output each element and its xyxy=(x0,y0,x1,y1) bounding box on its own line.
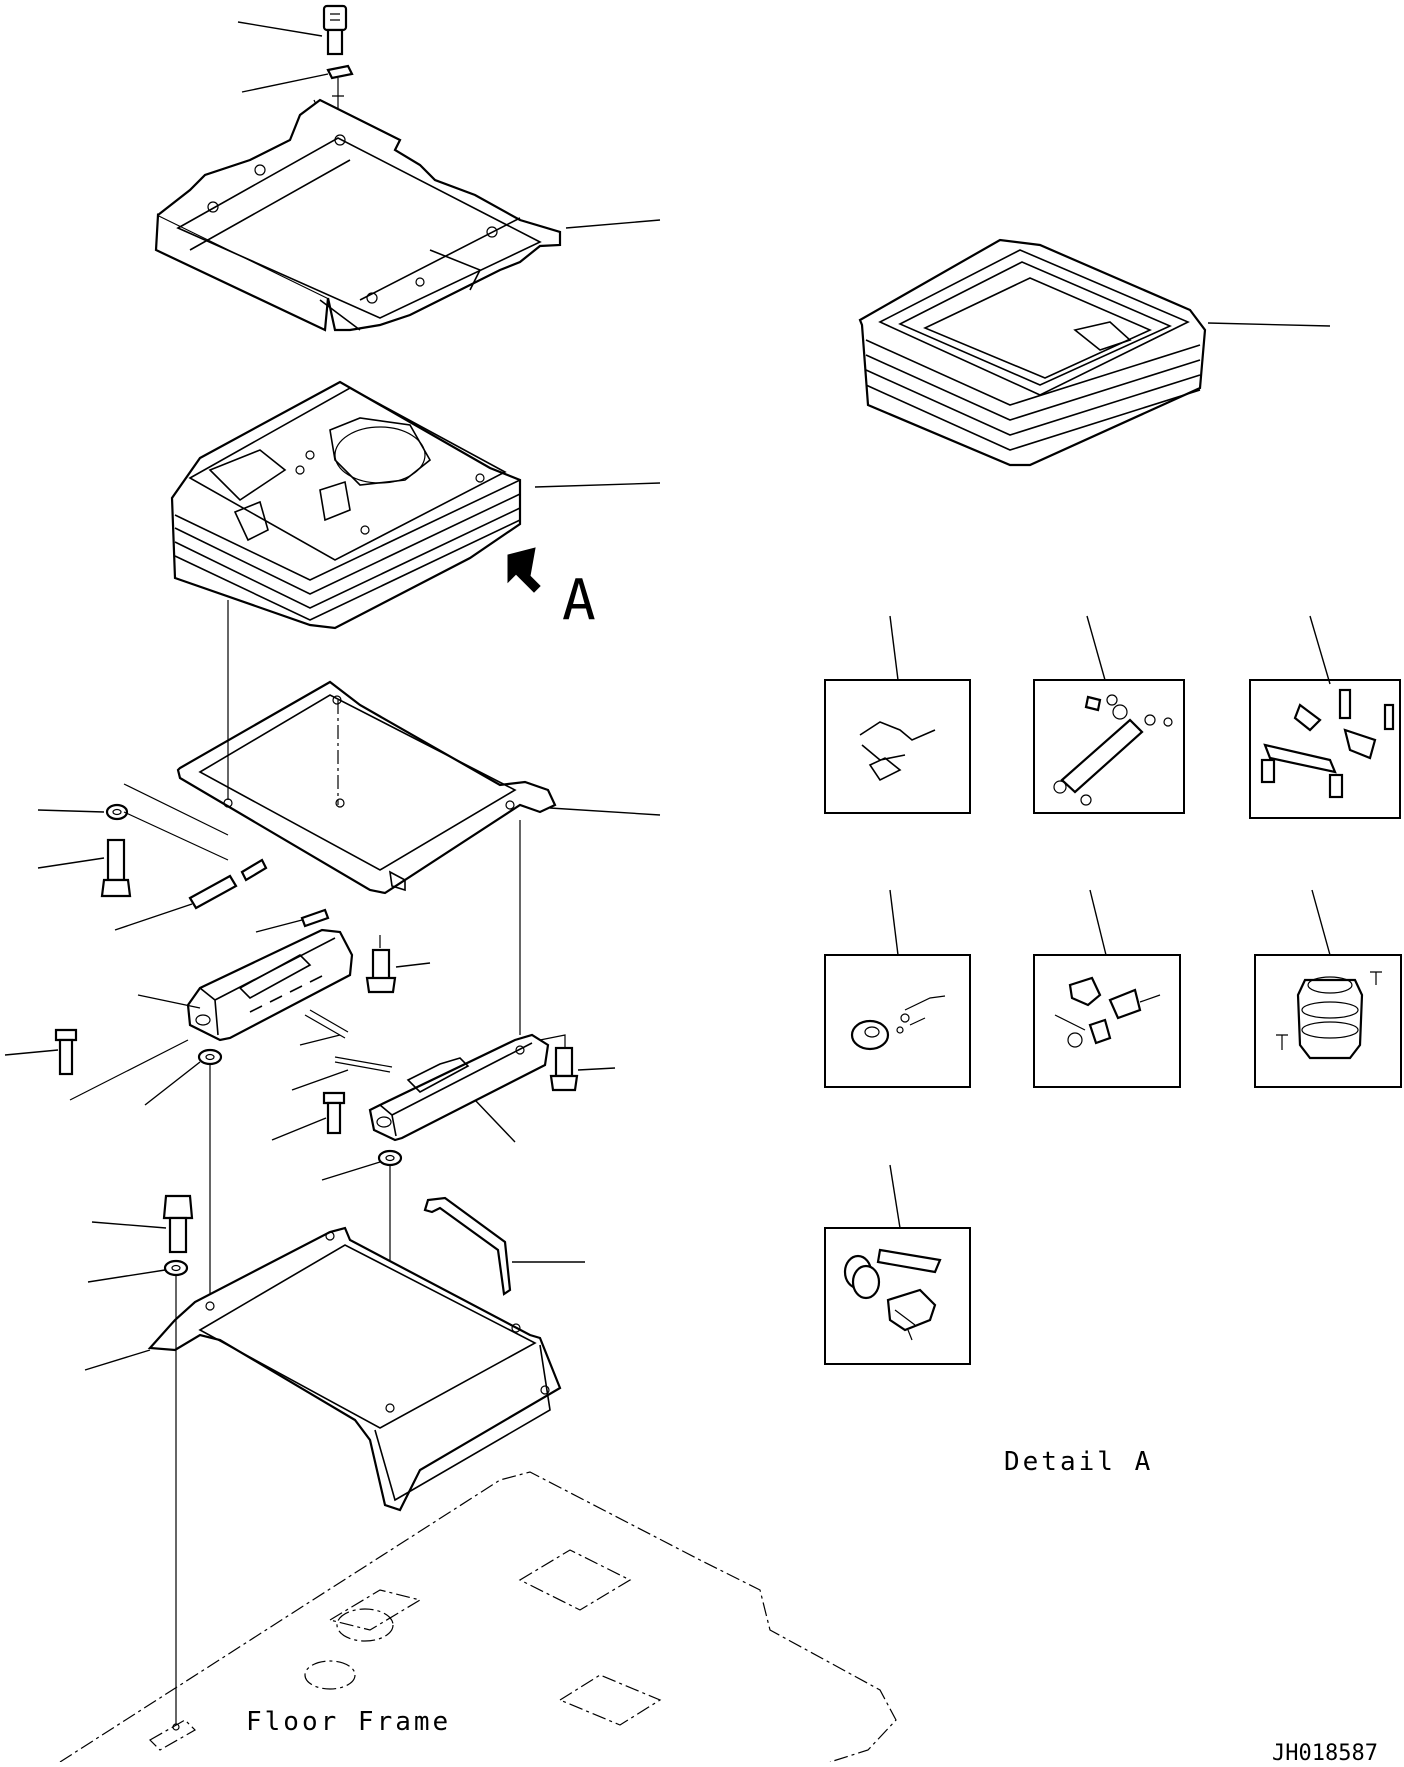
bolt xyxy=(549,1046,579,1092)
leader-line xyxy=(84,1349,151,1371)
leader-line xyxy=(37,857,105,869)
detail-box-2 xyxy=(1033,679,1185,814)
leader-line xyxy=(237,21,323,37)
leader-line xyxy=(271,1117,327,1141)
leader-line xyxy=(241,73,329,93)
washer xyxy=(105,803,129,821)
floor-frame xyxy=(59,1471,897,1763)
leader-line xyxy=(577,1067,616,1071)
leader-line xyxy=(1086,615,1106,681)
leader-line xyxy=(549,807,661,816)
leader-line xyxy=(144,1061,201,1106)
drawing-id: JH018587 xyxy=(1272,1741,1378,1762)
leader-line xyxy=(291,1069,349,1091)
leader-line xyxy=(565,219,661,229)
leader-line xyxy=(889,1164,901,1229)
suspension-assembly xyxy=(170,380,522,630)
leader-line xyxy=(1309,615,1331,685)
detail-box-7 xyxy=(824,1227,971,1365)
washer xyxy=(197,1048,223,1066)
detail-box-4 xyxy=(824,954,971,1088)
guide-line xyxy=(123,783,229,861)
bellows-cover xyxy=(858,238,1207,467)
bolt xyxy=(322,1091,346,1135)
leader-line xyxy=(37,809,105,813)
leader-line xyxy=(474,1099,516,1143)
pin-small xyxy=(300,908,330,928)
detail-box-3 xyxy=(1249,679,1401,819)
pin xyxy=(188,858,268,910)
leader-line xyxy=(1089,889,1107,956)
detail-box-5 xyxy=(1033,954,1181,1088)
leader-line xyxy=(114,903,193,931)
detail-label: Detail A xyxy=(1004,1447,1153,1477)
guide-line xyxy=(539,1034,566,1048)
slide-rail-right xyxy=(368,1033,550,1142)
leader-line xyxy=(87,1269,166,1283)
leader-line xyxy=(299,1034,341,1046)
guide-line xyxy=(69,1039,189,1101)
leader-line xyxy=(137,994,201,1009)
slide-rail-left xyxy=(186,928,354,1042)
leader-line xyxy=(91,1221,167,1229)
detail-box-1 xyxy=(824,679,971,814)
mounting-plate xyxy=(176,680,557,895)
base-bracket xyxy=(147,1226,562,1512)
floor-frame-label: Floor Frame xyxy=(246,1707,451,1737)
bolt xyxy=(365,948,397,994)
leader-line xyxy=(255,919,303,933)
view-letter: A xyxy=(562,568,596,633)
arrow-icon xyxy=(507,547,541,593)
leader-line xyxy=(4,1049,59,1056)
top-bolt xyxy=(322,4,348,56)
bolt xyxy=(54,1028,78,1076)
leader-line xyxy=(321,1161,381,1181)
washer xyxy=(377,1149,403,1167)
seat-slide-frame xyxy=(154,98,562,332)
bolt xyxy=(100,838,132,898)
leader-line xyxy=(534,482,661,488)
washer xyxy=(163,1259,189,1277)
detail-box-6 xyxy=(1254,954,1402,1088)
handle-part xyxy=(423,1196,512,1296)
leader-line xyxy=(1311,889,1331,956)
leader-line xyxy=(1207,322,1331,327)
leader-line xyxy=(889,889,899,956)
bolt xyxy=(162,1194,194,1254)
spring xyxy=(304,1009,393,1073)
leader-line xyxy=(889,615,899,681)
leader-line xyxy=(395,962,431,968)
